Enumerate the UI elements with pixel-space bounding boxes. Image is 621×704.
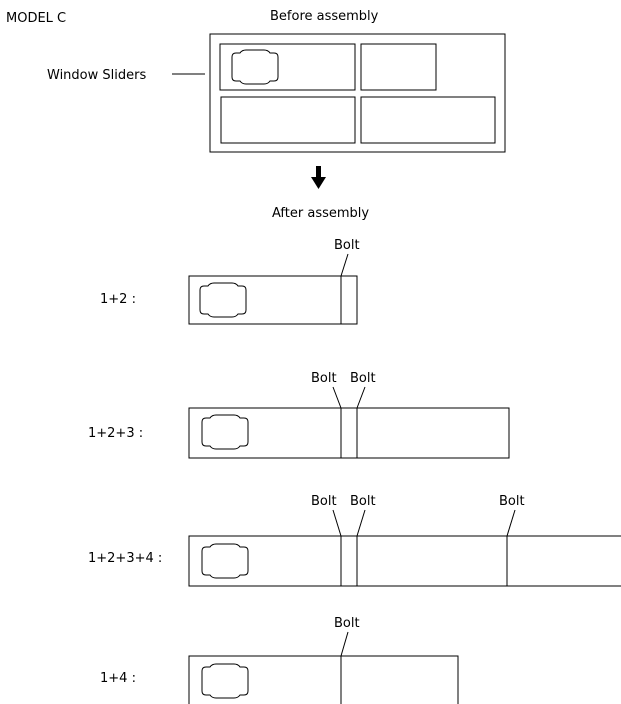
slider-body — [188, 655, 459, 704]
down-arrow-icon — [311, 166, 326, 189]
bolt-label: Bolt — [499, 494, 525, 509]
assembly-label: 1+4 : — [100, 671, 136, 686]
before-assembly-title: Before assembly — [270, 9, 379, 24]
assembly-1-2-3: 1+2+3 : Bolt Bolt — [88, 371, 510, 459]
assembly-label: 1+2+3 : — [88, 426, 143, 441]
bolt-label: Bolt — [311, 494, 337, 509]
slider-body — [188, 535, 621, 587]
bolt-leader — [356, 509, 366, 537]
slider-piece-2 — [360, 43, 437, 91]
window-sliders-label: Window Sliders — [47, 68, 146, 83]
slider-piece-3 — [220, 96, 356, 144]
assembly-1-2: 1+2 : Bolt — [100, 238, 360, 325]
model-title: MODEL C — [6, 11, 66, 26]
assembly-label: 1+2 : — [100, 292, 136, 307]
bolt-leader — [356, 386, 366, 409]
bolt-label: Bolt — [311, 371, 337, 386]
bolt-label: Bolt — [350, 371, 376, 386]
bolt-leader — [340, 631, 349, 657]
bolt-leader — [506, 509, 516, 537]
assembly-1-2-3-4: 1+2+3+4 : Bolt Bolt Bolt — [88, 494, 621, 587]
bolt-label: Bolt — [334, 616, 360, 631]
bolt-label: Bolt — [350, 494, 376, 509]
slider-body — [188, 407, 510, 459]
assembly-1-4: 1+4 : Bolt — [100, 616, 459, 704]
slider-piece-1 — [219, 43, 356, 91]
slider-body — [188, 275, 358, 325]
bolt-leader — [332, 386, 342, 409]
bolt-leader — [332, 509, 342, 537]
bolt-label: Bolt — [334, 238, 360, 253]
after-assembly-title: After assembly — [272, 206, 369, 221]
assembly-label: 1+2+3+4 : — [88, 551, 162, 566]
slider-piece-4 — [360, 96, 496, 144]
bolt-leader — [340, 253, 349, 277]
before-assembly-panel — [209, 33, 506, 153]
